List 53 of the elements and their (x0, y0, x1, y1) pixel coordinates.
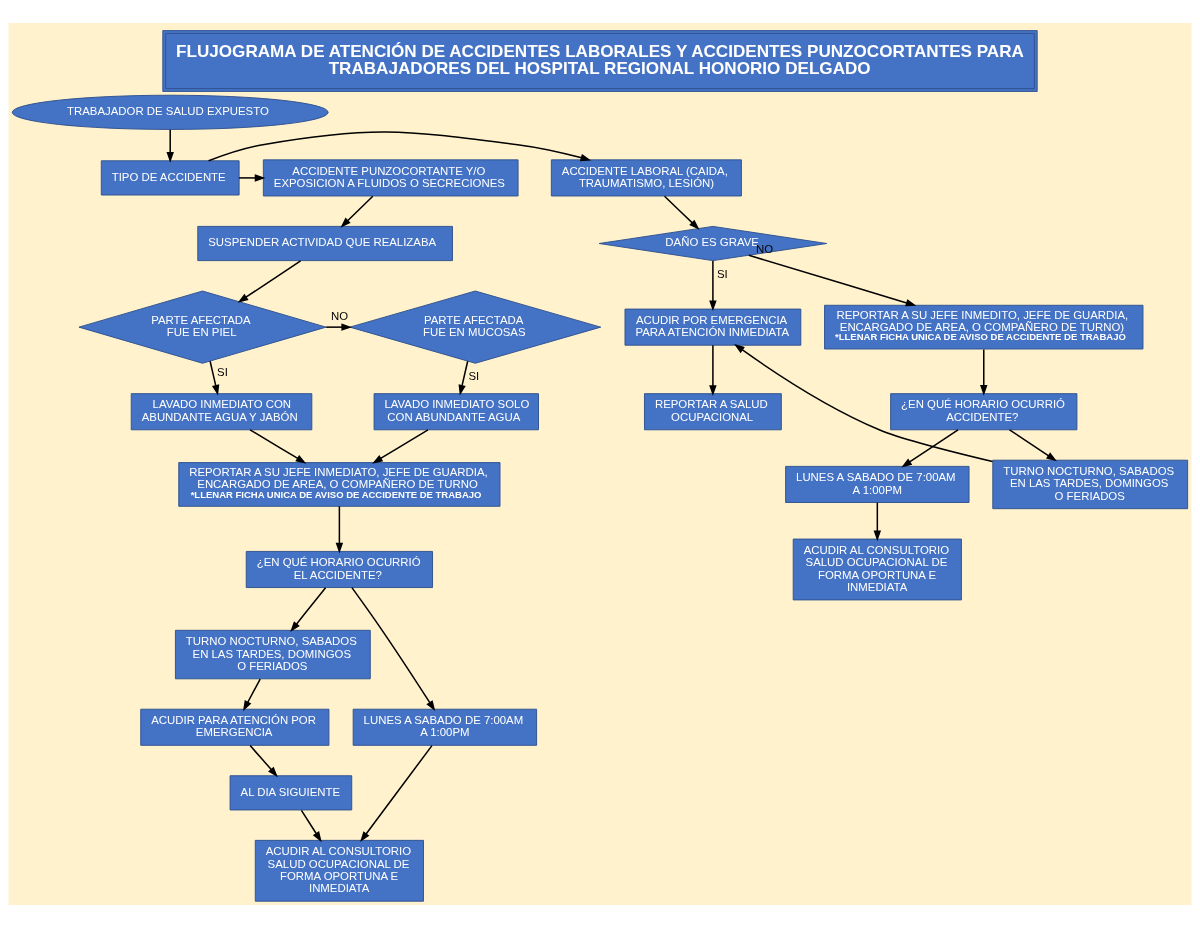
arrow (340, 195, 374, 228)
node-box: REPORTAR A SU JEFE INMEDIATO, JEFE DE GUARDIA, ENCARGADO DE AREA, O COMPAÑERO DE TURNO *LLENAR FICHA UNICA DE AVISO DE ACCIDENTE DE TRABAJO (178, 461, 501, 507)
arrow (980, 348, 988, 396)
node-box: ACUDIR PARA ATENCIÓN POR EMERGENCIA (140, 708, 330, 746)
arrow (166, 128, 174, 163)
arrow (458, 360, 469, 396)
arrow (351, 586, 436, 711)
node-diamond: PARTE AFECTADA FUE EN MUCOSAS (349, 290, 602, 364)
node-box: ¿EN QUÉ HORARIO OCURRIÓ EL ACCIDENTE? (245, 550, 433, 588)
arrow (249, 428, 307, 464)
node-box: SUSPENDER ACTIVIDAD QUE REALIZABA (197, 225, 453, 261)
arrow (1008, 428, 1057, 461)
node-box: LUNES A SABADO DE 7:00AM A 1:00PM (785, 465, 970, 503)
arrow (237, 259, 302, 303)
node-box: REPORTAR A SALUD OCUPACIONAL (644, 392, 782, 430)
edge-label: SI (217, 365, 228, 378)
node-box: LAVADO INMEDIATO SOLO CON ABUNDANTE AGUA (373, 392, 539, 430)
diagram-title: FLUJOGRAMA DE ATENCIÓN DE ACCIDENTES LABORALES Y ACCIDENTES PUNZOCORTANTES PARA TRABAJADORES DEL HOSPITAL REGIONAL HONORIO DELGADO (176, 41, 1024, 78)
arrow (238, 173, 266, 182)
arrow (290, 586, 327, 632)
arrow (335, 505, 344, 553)
arrow (209, 360, 220, 396)
edge-label: NO (331, 309, 349, 322)
arrow (249, 744, 278, 777)
arrow (300, 809, 322, 842)
arrow (325, 322, 352, 331)
node-box: AL DIA SIGUIENTE (229, 774, 353, 810)
arrow (360, 744, 433, 842)
arrow (709, 343, 717, 396)
node-box: ACUDIR AL CONSULTORIO SALUD OCUPACIONAL DE FORMA OPORTUNA E INMEDIATA (254, 839, 424, 902)
node-box: REPORTAR A SU JEFE INMEDITO, JEFE DE GUARDIA, ENCARGADO DE AREA, O COMPAÑERO DE TURNO) *LLENAR FICHA UNICA DE AVISO DE ACCIDENTE DE TRABAJO (824, 304, 1144, 349)
arrow (709, 259, 717, 311)
arrow (372, 428, 429, 464)
node-ellipse: TRABAJADOR DE SALUD EXPUESTO (11, 94, 329, 130)
node-box: ACUDIR POR EMERGENCIA PARA ATENCIÓN INMEDIATA (624, 308, 802, 346)
edge-label: SI (468, 369, 480, 382)
node-box: ACCIDENTE LABORAL (CAIDA, TRAUMATISMO, LESIÓN) (550, 158, 742, 196)
node-box: ¿EN QUÉ HORARIO OCURRIÓ ACCIDENTE? (890, 392, 1078, 430)
node-box: TURNO NOCTURNO, SABADOS EN LAS TARDES, DOMINGOS O FERIADOS (992, 459, 1189, 509)
node-box: ACUDIR AL CONSULTORIO SALUD OCUPACIONAL DE FORMA OPORTUNA E INMEDIATA (792, 538, 962, 600)
arrow (243, 677, 261, 711)
arrow (901, 428, 959, 468)
arrow (734, 343, 994, 462)
arrow (207, 130, 592, 162)
edge-label: SI (717, 267, 728, 280)
node-box: TIPO DE ACCIDENTE (100, 159, 240, 195)
arrow (873, 501, 882, 541)
node-box: ACCIDENTE PUNZOCORTANTE Y/O EXPOSICION A FLUIDOS O SECRECIONES (262, 158, 519, 196)
node-box: TURNO NOCTURNO, SABADOS EN LAS TARDES, DOMINGOS O FERIADOS (174, 629, 371, 679)
node-box: LUNES A SABADO DE 7:00AM A 1:00PM (352, 708, 538, 746)
arrow (663, 195, 700, 230)
node-box: LAVADO INMEDIATO CON ABUNDANTE AGUA Y JABÓN (130, 392, 313, 430)
arrow (748, 254, 917, 306)
